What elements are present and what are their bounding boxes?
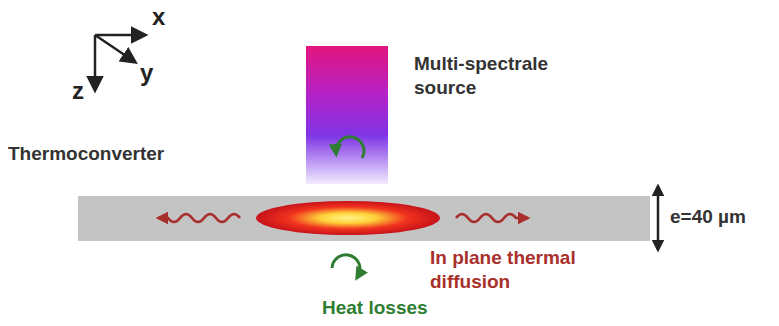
thermoconverter-slab (78, 196, 650, 241)
axis-label: z (72, 76, 84, 106)
hot-spot (256, 201, 440, 235)
light-source (306, 46, 388, 184)
diffusion-arrow (158, 214, 240, 222)
part-label: Thermoconverter (8, 142, 164, 166)
diffusion-arrow (456, 214, 528, 222)
source-label: Multi-spectrale source (414, 52, 589, 100)
diffusion-label: In plane thermal diffusion (430, 246, 635, 294)
axes (95, 35, 145, 90)
axis-label: x (152, 2, 165, 32)
loss-arrow (332, 255, 360, 276)
dimension-label: e=40 µm (670, 205, 746, 229)
thickness-arrow (657, 186, 660, 250)
axis-label: y (140, 58, 153, 88)
loss-arrow (336, 137, 364, 158)
loss-label: Heat losses (322, 296, 428, 320)
